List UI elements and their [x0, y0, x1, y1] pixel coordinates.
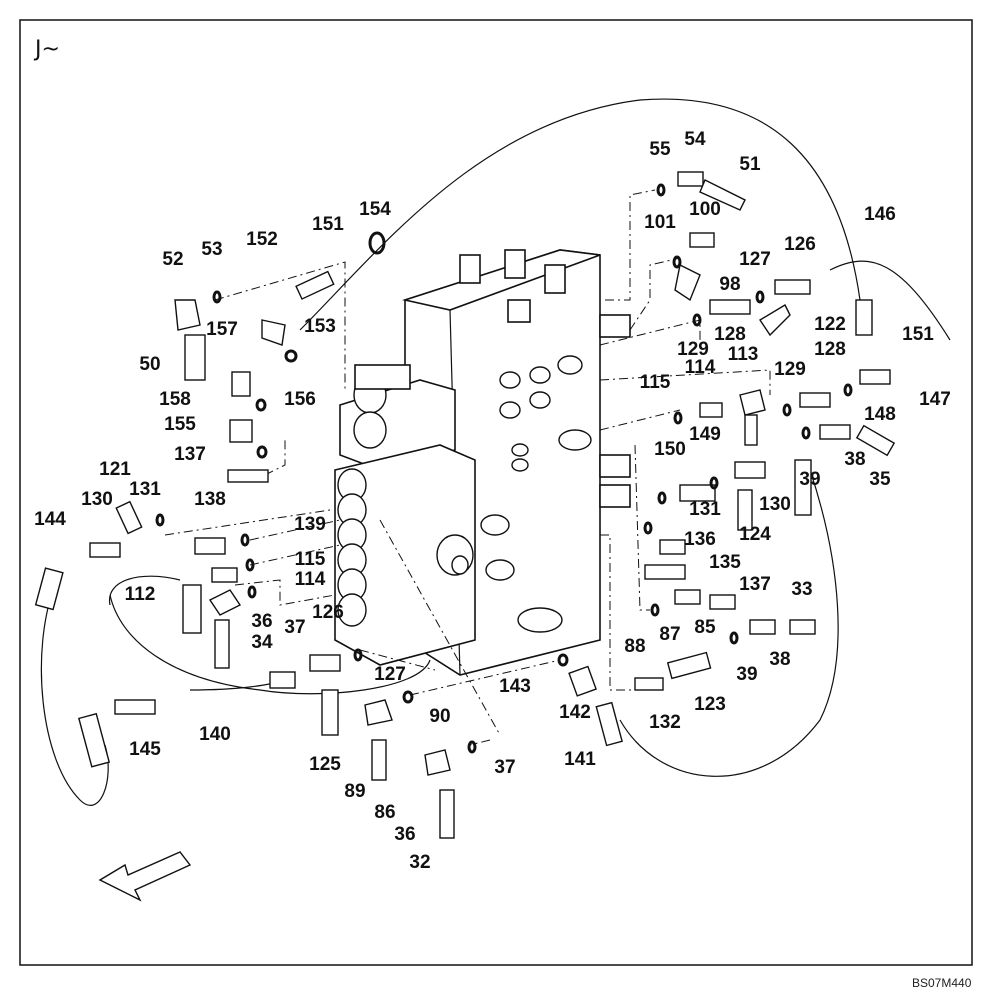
- part-callout-129: 129: [677, 339, 709, 360]
- part-callout-128: 128: [714, 324, 746, 345]
- part-callout-139: 139: [294, 514, 326, 535]
- part-callout-32: 32: [409, 852, 430, 873]
- part-callout-37: 37: [494, 757, 515, 778]
- part-callout-35: 35: [869, 469, 891, 490]
- part-callout-156: 156: [284, 389, 316, 410]
- part-callout-157: 157: [206, 319, 238, 340]
- part-callout-37: 37: [284, 617, 305, 638]
- part-callout-152: 152: [246, 229, 278, 250]
- part-callout-153: 153: [304, 316, 336, 337]
- part-callout-123: 123: [694, 694, 726, 715]
- part-callout-126: 126: [312, 602, 344, 623]
- part-callout-114: 114: [685, 357, 716, 378]
- part-callout-149: 149: [689, 424, 721, 445]
- part-callout-54: 54: [684, 129, 706, 150]
- part-callout-144: 144: [34, 509, 66, 530]
- part-callout-124: 124: [739, 524, 771, 545]
- part-callout-130: 130: [81, 489, 113, 510]
- part-callout-39: 39: [799, 469, 820, 490]
- part-callout-51: 51: [739, 154, 761, 175]
- part-callout-112: 112: [125, 584, 156, 605]
- part-callout-126: 126: [784, 234, 816, 255]
- part-callout-140: 140: [199, 724, 231, 745]
- part-callout-38: 38: [844, 449, 865, 470]
- part-callout-39: 39: [736, 664, 757, 685]
- part-callout-115: 115: [295, 549, 326, 570]
- part-callout-100: 100: [689, 199, 721, 220]
- part-callout-148: 148: [864, 404, 896, 425]
- part-callout-150: 150: [654, 439, 686, 460]
- part-callout-33: 33: [791, 579, 812, 600]
- part-callout-146: 146: [864, 204, 896, 225]
- part-callout-131: 131: [689, 499, 721, 520]
- part-callout-127: 127: [739, 249, 771, 270]
- part-callout-36: 36: [251, 611, 272, 632]
- part-callout-130: 130: [759, 494, 791, 515]
- part-callout-53: 53: [201, 239, 222, 260]
- part-callout-129: 129: [774, 359, 806, 380]
- hose-lines: [40, 98, 951, 806]
- part-callout-138: 138: [194, 489, 226, 510]
- part-callout-128: 128: [814, 339, 846, 360]
- part-callout-121: 121: [99, 459, 131, 480]
- part-callout-98: 98: [719, 274, 740, 295]
- part-callout-136: 136: [684, 529, 716, 550]
- part-callout-137: 137: [739, 574, 771, 595]
- part-callout-38: 38: [769, 649, 790, 670]
- part-callout-50: 50: [139, 354, 160, 375]
- part-callout-135: 135: [709, 552, 741, 573]
- view-label: J~: [33, 37, 60, 62]
- part-callout-36: 36: [394, 824, 415, 845]
- part-callout-85: 85: [694, 617, 716, 638]
- o-rings: [155, 183, 853, 754]
- part-callout-90: 90: [429, 706, 450, 727]
- part-callout-131: 131: [129, 479, 161, 500]
- fittings: [34, 171, 896, 839]
- part-callout-101: 101: [644, 212, 676, 233]
- part-callout-127: 127: [374, 664, 406, 685]
- part-callout-158: 158: [159, 389, 191, 410]
- part-callout-142: 142: [559, 702, 591, 723]
- part-callout-132: 132: [649, 712, 681, 733]
- part-callout-115: 115: [640, 372, 671, 393]
- control-valve-body: [334, 249, 631, 676]
- callout-labels: 55 54 51 100 101 154 146 151 152 53 52 127 126 98 157 1…: [34, 129, 951, 873]
- part-callout-151: 151: [902, 324, 934, 345]
- diagram-border: [19, 19, 973, 966]
- part-callout-86: 86: [374, 802, 395, 823]
- part-callout-143: 143: [499, 676, 531, 697]
- part-callout-87: 87: [659, 624, 680, 645]
- part-callout-154: 154: [359, 199, 391, 220]
- part-callout-52: 52: [162, 249, 183, 270]
- part-callout-155: 155: [164, 414, 196, 435]
- part-callout-88: 88: [624, 636, 645, 657]
- part-callout-145: 145: [129, 739, 161, 760]
- part-callout-137: 137: [174, 444, 206, 465]
- part-callout-55: 55: [649, 139, 671, 160]
- part-callout-122: 122: [814, 314, 846, 335]
- part-callout-125: 125: [309, 754, 341, 775]
- part-callout-151: 151: [312, 214, 344, 235]
- part-callout-141: 141: [564, 749, 596, 770]
- part-callout-114: 114: [295, 569, 326, 590]
- figure-reference: BS07M440: [912, 976, 972, 990]
- part-callout-147: 147: [919, 389, 951, 410]
- part-callout-89: 89: [344, 781, 365, 802]
- part-callout-34: 34: [251, 632, 273, 653]
- direction-arrow: [98, 851, 192, 902]
- part-callout-113: 113: [728, 344, 759, 365]
